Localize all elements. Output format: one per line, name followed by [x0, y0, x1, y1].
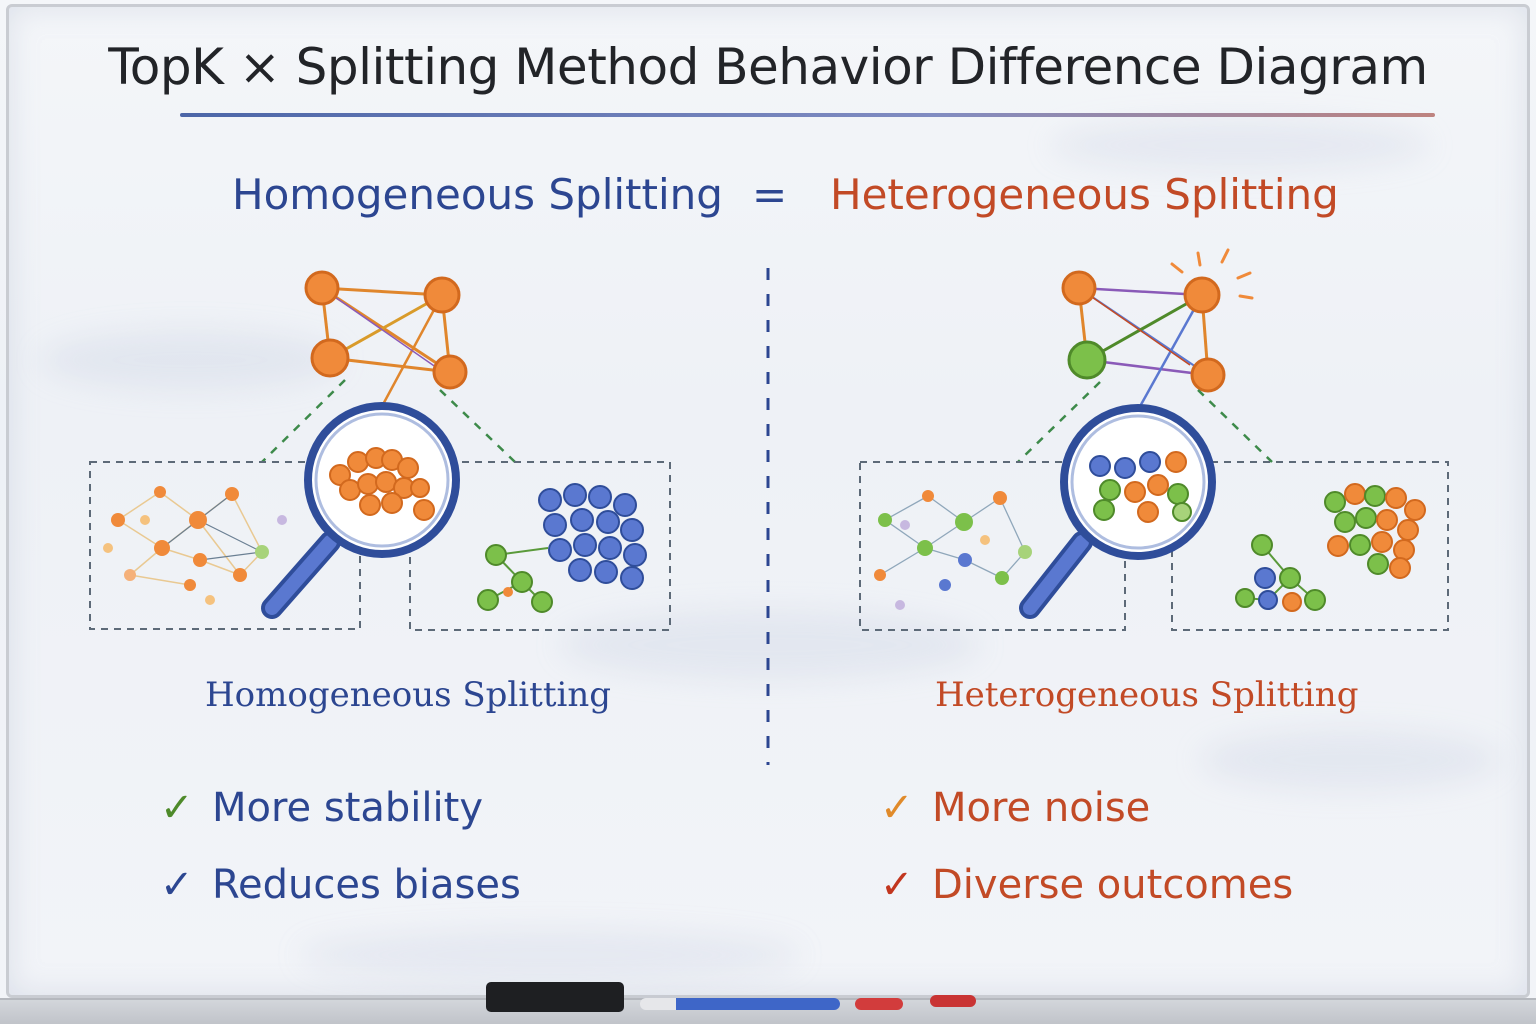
blue-cluster	[538, 483, 647, 590]
caption-heterogeneous: Heterogeneous Splitting	[935, 675, 1359, 715]
graph-node	[1183, 276, 1221, 314]
magnifier-icon	[1019, 404, 1216, 619]
graph-node	[1061, 270, 1097, 306]
heading-heterogeneous: Heterogeneous Splitting	[830, 170, 1339, 219]
smudge	[560, 610, 980, 680]
right-panel-graphic	[859, 248, 1449, 631]
check-icon: ✓	[880, 785, 914, 831]
page-title: TopK × Splitting Method Behavior Differe…	[108, 38, 1428, 96]
left-subset-box	[859, 461, 1126, 631]
bullet-diverse-outcomes: ✓ Diverse outcomes	[880, 862, 1293, 908]
graph-node	[432, 354, 468, 390]
right-subset-clusters	[1235, 483, 1426, 612]
caption-homogeneous: Homogeneous Splitting	[205, 675, 612, 715]
heading-row: Homogeneous Splitting = Heterogeneous Sp…	[0, 170, 1536, 230]
bullet-more-noise: ✓ More noise	[880, 785, 1150, 831]
smudge	[300, 930, 800, 980]
blue-marker	[640, 998, 840, 1010]
eraser	[486, 982, 624, 1012]
check-icon: ✓	[880, 862, 914, 908]
graph-node	[423, 276, 461, 314]
bullet-more-stability: ✓ More stability	[160, 785, 483, 831]
right-top-graph	[1061, 248, 1254, 411]
left-top-graph	[304, 270, 468, 411]
bullet-reduces-biases: ✓ Reduces biases	[160, 862, 521, 908]
board-frame	[6, 4, 1530, 998]
smudge	[1200, 730, 1500, 790]
red-marker	[855, 998, 903, 1010]
red-marker	[930, 995, 976, 1007]
bullet-text: More noise	[932, 785, 1151, 831]
title-underline	[180, 113, 1435, 117]
left-subset-scatter	[103, 486, 287, 605]
right-subset-clusters	[477, 483, 647, 613]
check-icon: ✓	[160, 862, 194, 908]
smudge	[1050, 120, 1430, 170]
smudge	[40, 330, 340, 390]
bullet-text: Reduces biases	[212, 862, 521, 908]
bullet-text: Diverse outcomes	[932, 862, 1294, 908]
graph-node	[304, 270, 340, 306]
heading-homogeneous: Homogeneous Splitting	[232, 170, 723, 219]
graph-node	[310, 338, 350, 378]
left-subset-scatter	[874, 490, 1032, 610]
mixed-cluster	[1324, 483, 1426, 579]
magnifier-icon	[261, 402, 460, 619]
check-icon: ✓	[160, 785, 194, 831]
bullet-text: More stability	[212, 785, 483, 831]
sparkle-icon	[1170, 248, 1254, 300]
graph-node	[1067, 340, 1107, 380]
left-panel-graphic	[89, 270, 671, 631]
graph-node	[1190, 357, 1226, 393]
heading-equals: =	[752, 170, 788, 219]
